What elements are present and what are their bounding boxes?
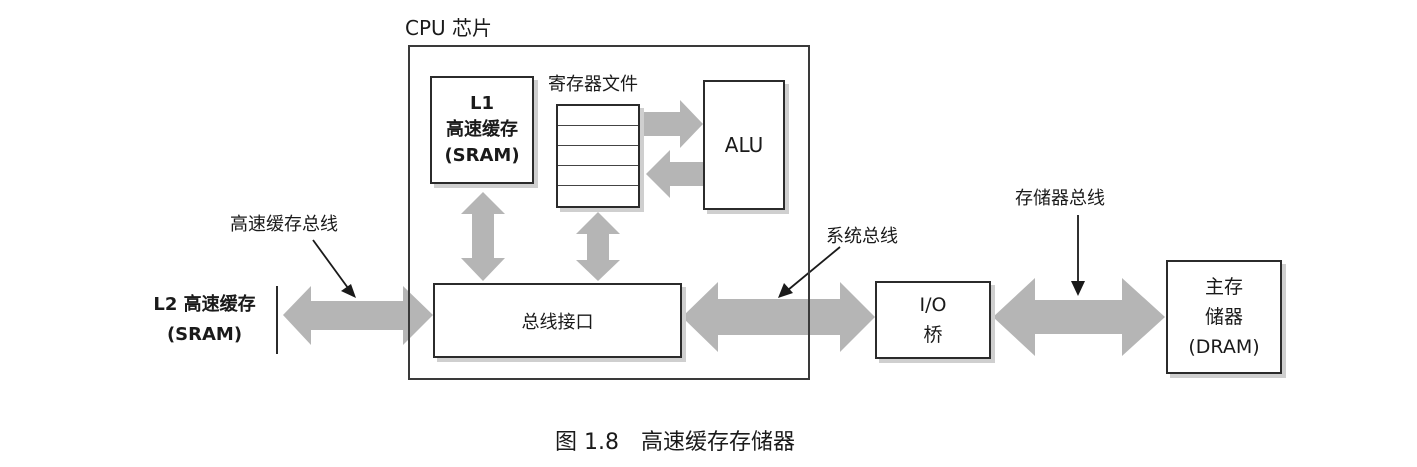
cache-bus-pointer-line — [312, 239, 349, 289]
system-bus-pointer-head — [778, 283, 793, 298]
system-bus-label: 系统总线 — [826, 226, 898, 247]
io-bridge-subtitle: 桥 — [923, 324, 943, 346]
cache-bus-label: 高速缓存总线 — [230, 214, 338, 235]
register-row — [558, 106, 638, 126]
cpu-chip-label: CPU 芯片 — [405, 16, 493, 40]
main-memory-tech: (DRAM) — [1188, 336, 1260, 358]
bus-interface-label: 总线接口 — [521, 311, 594, 333]
alu-to-register-arrow — [646, 150, 703, 198]
l2-cache-tech: (SRAM) — [166, 324, 243, 345]
register-row — [558, 146, 638, 166]
system-bus-arrow — [682, 282, 875, 352]
l2-cache-title: L2 高速缓存 — [153, 294, 256, 315]
figure-caption: 图 1.8 高速缓存存储器 — [555, 430, 795, 455]
register-bus-interface-arrow — [576, 212, 620, 281]
system-bus-pointer-line — [787, 246, 841, 291]
main-memory-box: 主存 储器 (DRAM) — [1166, 260, 1282, 374]
l1-cache-tech: (SRAM) — [444, 145, 520, 166]
io-bridge-box: I/O 桥 — [875, 281, 991, 359]
l1-cache-title: L1 — [470, 93, 494, 114]
register-row — [558, 126, 638, 146]
main-memory-line2: 储器 — [1204, 306, 1243, 328]
register-row — [558, 186, 638, 206]
memory-bus-label: 存储器总线 — [1015, 188, 1105, 209]
l1-bus-interface-arrow — [461, 192, 505, 281]
register-to-alu-arrow — [640, 100, 703, 148]
alu-box: ALU — [703, 80, 785, 210]
cpu-chip-container — [408, 45, 810, 380]
memory-bus-pointer-head — [1071, 281, 1085, 296]
l1-cache-box: L1 高速缓存 (SRAM) — [430, 76, 534, 184]
l2-cache-box: L2 高速缓存 (SRAM) — [133, 286, 278, 354]
l1-cache-type: 高速缓存 — [446, 119, 518, 140]
memory-bus-arrow — [993, 278, 1165, 356]
register-file-label: 寄存器文件 — [548, 74, 638, 95]
register-row — [558, 166, 638, 186]
io-bridge-title: I/O — [919, 294, 947, 316]
bus-interface-box: 总线接口 — [433, 283, 682, 358]
cache-bus-arrow — [283, 286, 433, 345]
cache-bus-pointer-head — [341, 284, 356, 298]
main-memory-line1: 主存 — [1204, 276, 1243, 298]
alu-label: ALU — [724, 133, 764, 157]
register-file-box — [556, 104, 640, 208]
